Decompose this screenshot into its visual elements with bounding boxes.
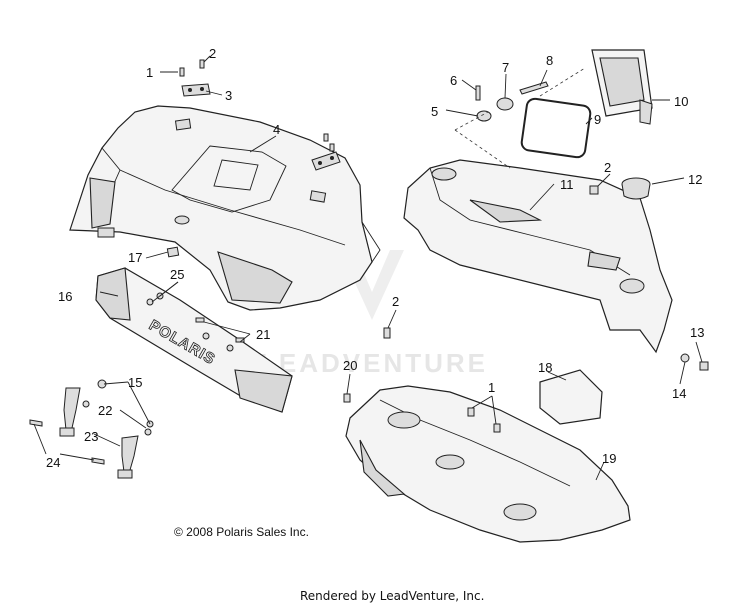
washer-part xyxy=(82,400,90,408)
dashed-leader xyxy=(454,111,489,131)
callout-label: 20 xyxy=(343,358,357,373)
leader-lines xyxy=(33,55,703,481)
callout-label: 10 xyxy=(674,94,688,109)
dashed-leader xyxy=(539,67,586,97)
screw-hardware xyxy=(179,59,335,152)
callout-label: 12 xyxy=(688,172,702,187)
screw-hardware xyxy=(29,419,43,427)
callout-label: 7 xyxy=(502,60,509,75)
callout-label: 14 xyxy=(672,386,686,401)
dashed-leader xyxy=(454,129,511,169)
hood-part xyxy=(69,105,381,311)
callout-label: 13 xyxy=(690,325,704,340)
watermark-text: LEADVENTURE xyxy=(260,348,488,378)
washer-part xyxy=(202,332,210,340)
callout-label: 15 xyxy=(128,375,142,390)
washer-part xyxy=(226,344,234,352)
callout-label: 3 xyxy=(225,88,232,103)
washer-part xyxy=(144,428,152,436)
screw-hardware xyxy=(493,423,501,433)
cup-holder-part xyxy=(621,177,651,200)
callout-label: 19 xyxy=(602,451,616,466)
screw-hardware xyxy=(91,457,105,465)
callout-label: 1 xyxy=(146,65,153,80)
screw-hardware xyxy=(383,327,391,339)
screw-hardware xyxy=(343,393,351,403)
callout-labels: 1 2 3 4 5 6 7 8 10 9 11 2 12 13 14 15 16… xyxy=(46,46,704,470)
callout-label: 22 xyxy=(98,403,112,418)
callout-label: 16 xyxy=(58,289,72,304)
callout-label: 25 xyxy=(170,267,184,282)
callout-label: 1 xyxy=(488,380,495,395)
callout-label: 21 xyxy=(256,327,270,342)
screw-hardware xyxy=(235,337,245,343)
callout-label: 2 xyxy=(604,160,611,175)
hinge-part xyxy=(181,83,211,97)
rivet-part xyxy=(680,353,709,371)
callout-label: 18 xyxy=(538,360,552,375)
knob-part xyxy=(475,81,549,122)
callout-label: 5 xyxy=(431,104,438,119)
callout-label: 23 xyxy=(84,429,98,444)
callout-label: 8 xyxy=(546,53,553,68)
callout-label: 2 xyxy=(392,294,399,309)
hinge-part-right xyxy=(311,151,341,171)
glove-box-door-part xyxy=(591,49,653,125)
callout-label: 9 xyxy=(594,112,601,127)
rendered-by-text: Rendered by LeadVenture, Inc. xyxy=(300,589,484,603)
floor-part xyxy=(345,385,631,543)
dash-part xyxy=(403,159,673,354)
copyright-text: © 2008 Polaris Sales Inc. xyxy=(174,525,309,539)
callout-label: 6 xyxy=(450,73,457,88)
callout-label: 17 xyxy=(128,250,142,265)
callout-label: 2 xyxy=(209,46,216,61)
callout-label: 24 xyxy=(46,455,60,470)
callout-label: 11 xyxy=(560,177,574,192)
access-panel-part xyxy=(539,369,603,425)
latch-part xyxy=(59,387,81,437)
clip-part xyxy=(166,246,180,258)
screw-hardware xyxy=(589,185,599,195)
latch-part xyxy=(117,435,139,479)
screw-hardware xyxy=(195,317,205,323)
bezel-part xyxy=(520,97,592,159)
callout-label: 4 xyxy=(273,122,280,137)
screw-hardware xyxy=(467,407,475,417)
washer-part xyxy=(146,298,154,306)
